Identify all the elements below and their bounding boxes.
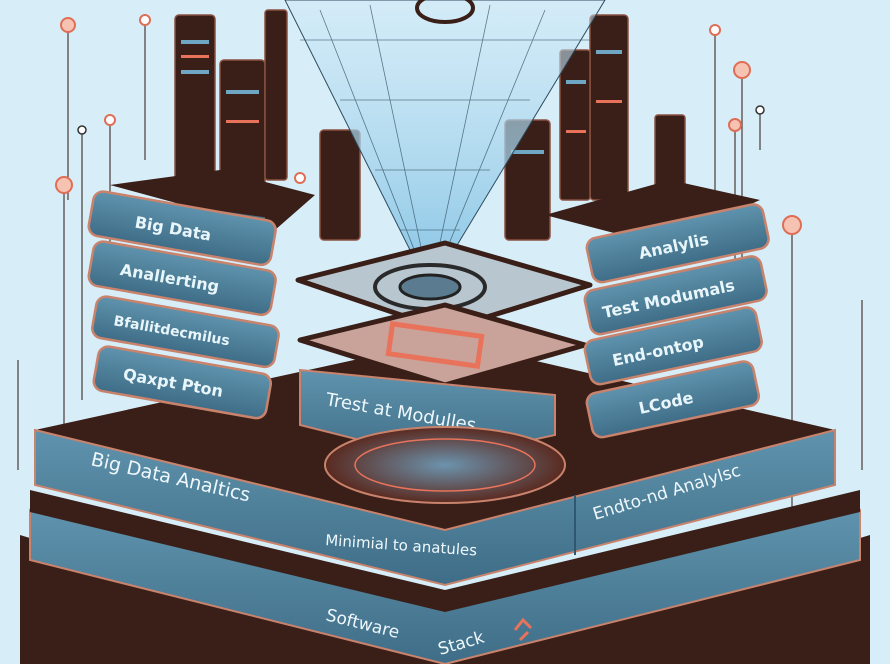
center-chip-top bbox=[295, 240, 593, 333]
left-panel-1: Big Data bbox=[87, 190, 277, 267]
left-panel-3: Bfallitdecmilus bbox=[91, 295, 280, 369]
left-panel-2: Anallerting bbox=[87, 240, 277, 317]
right-panel-stack: Analylis Test Modumals End-ontop LCode bbox=[545, 180, 770, 439]
base-lower-slab: Software Stack bbox=[20, 490, 870, 664]
right-panel-4: LCode bbox=[585, 360, 761, 439]
server-towers bbox=[174, 9, 686, 241]
left-panel-4: Qaxpt Pton bbox=[92, 345, 273, 420]
right-panel-3: End-ontop bbox=[583, 306, 763, 386]
logo-icon bbox=[513, 617, 533, 642]
center-disk bbox=[324, 426, 566, 513]
left-panel-stack: Big Data Anallerting Bfallitdecmilus Qax… bbox=[87, 170, 315, 420]
right-panel-1: Analylis bbox=[585, 203, 770, 284]
connector-pins bbox=[17, 20, 863, 520]
